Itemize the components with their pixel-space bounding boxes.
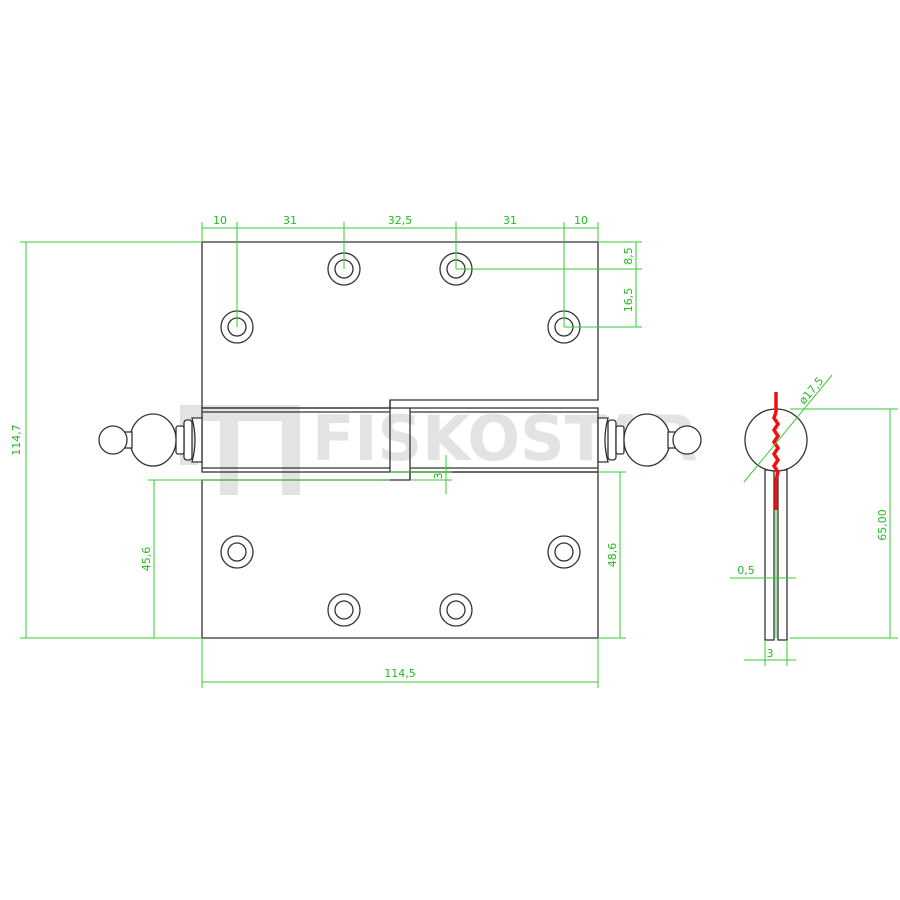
- lower-left-dimension: 45,6: [140, 479, 390, 639]
- side-view-leaf-right: [777, 469, 788, 641]
- side-thickness-dimension: 3: [744, 640, 796, 666]
- lower-right-dimension: 48,6: [598, 471, 626, 639]
- dim-right-1: 8,5: [622, 247, 635, 265]
- left-finial: [98, 413, 203, 467]
- dim-gap: 3: [432, 473, 445, 480]
- dim-knuckle-diameter: ø17,5: [796, 375, 826, 407]
- right-finial: [597, 413, 702, 467]
- gap-dimension: 3: [390, 455, 452, 494]
- side-height-dimension: 65,00: [790, 408, 898, 639]
- upper-leaf: [201, 241, 599, 409]
- top-dimension-chain: 10 31 32,5 31 10: [201, 214, 599, 327]
- dim-overall-width: 114,5: [384, 667, 416, 680]
- dim-top-3: 32,5: [388, 214, 413, 227]
- side-gap-dimension: 0,5: [730, 564, 796, 579]
- dim-lower-right: 48,6: [606, 543, 619, 568]
- overall-height-dimension: 114,7: [10, 241, 202, 639]
- side-view: [744, 392, 808, 641]
- dim-side-gap: 0,5: [737, 564, 755, 577]
- right-dimension-chain: 8,5 16,5: [456, 241, 642, 328]
- dim-side-height: 65,00: [876, 509, 889, 541]
- overall-width-dimension: 114,5: [201, 638, 599, 688]
- dim-lower-left: 45,6: [140, 547, 153, 572]
- dim-side-thickness: 3: [767, 647, 774, 660]
- dim-overall-height: 114,7: [10, 424, 23, 456]
- pin-axis-line: [771, 392, 781, 510]
- screw-hole-lower-1: [220, 535, 254, 569]
- dim-right-2: 16,5: [622, 288, 635, 313]
- lower-leaf: [201, 471, 599, 639]
- dim-top-4: 31: [503, 214, 517, 227]
- screw-hole-lower-4: [547, 535, 581, 569]
- dim-top-2: 31: [283, 214, 297, 227]
- dim-top-5: 10: [574, 214, 588, 227]
- screw-hole-lower-3: [439, 593, 473, 627]
- screw-hole-lower-2: [327, 593, 361, 627]
- side-view-leaf-left: [764, 469, 775, 641]
- dim-top-1: 10: [213, 214, 227, 227]
